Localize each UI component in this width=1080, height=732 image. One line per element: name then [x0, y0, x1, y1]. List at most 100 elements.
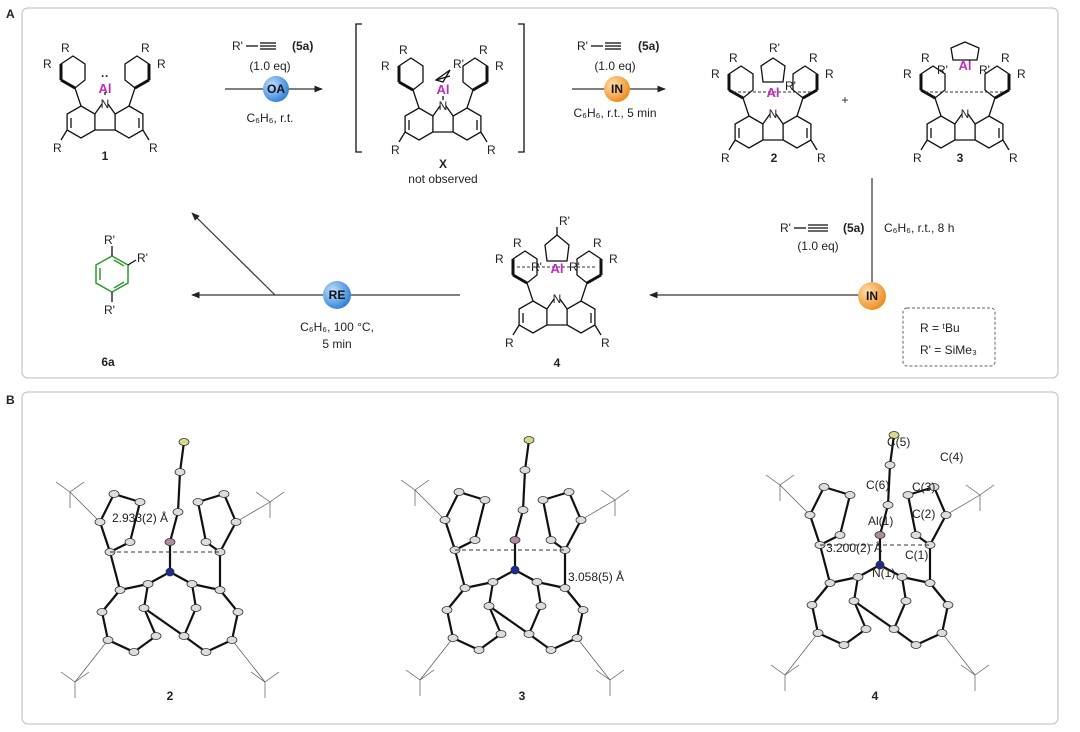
distance-label: 2.933(2) Å — [112, 510, 168, 525]
compound-1-structure: Al ·· — [41, 39, 168, 157]
equiv-label: (1.0 eq) — [797, 239, 838, 253]
carbon-atom — [902, 491, 914, 499]
tbu-stick — [974, 664, 990, 676]
svg-text:R': R' — [769, 41, 780, 55]
carbon-atom — [439, 516, 451, 524]
tbu-stick — [419, 637, 454, 681]
crystal-bond — [513, 509, 525, 541]
crystal-bond — [878, 504, 890, 536]
re-conditions: C₆H₆, 100 °C, — [300, 320, 374, 334]
crystal-bond — [940, 604, 950, 634]
tbu-stick — [235, 501, 271, 523]
crystal-bond — [143, 607, 185, 637]
carbon-atom — [806, 601, 818, 609]
carbon-atom — [896, 573, 908, 581]
crystal-bond — [567, 491, 583, 521]
tbu-stick — [231, 639, 266, 683]
tbu-stick — [580, 499, 616, 521]
carbon-atom — [453, 488, 465, 496]
oa-conditions: C₆H₆, r.t. — [246, 111, 293, 125]
re-time: 5 min — [322, 337, 351, 351]
aluminum-atom — [874, 531, 886, 539]
crystal-bond — [446, 587, 466, 611]
reagent-label: R' — [780, 221, 791, 235]
crystal-bond — [527, 605, 543, 635]
r-prime-label: R' — [137, 251, 148, 265]
carbon-atom — [128, 648, 140, 656]
carbon-atom — [108, 490, 120, 498]
structure-4-label: 4 — [872, 689, 879, 703]
tbu-stick — [765, 474, 781, 486]
carbon-atom — [447, 634, 459, 642]
step-reductive-elimination: RE C₆H₆, 100 °C, 5 min — [191, 212, 460, 351]
reagent-label: R' — [577, 39, 588, 53]
carbon-atom — [804, 511, 816, 519]
svg-text:R': R' — [531, 260, 542, 274]
tbu-stick — [269, 491, 285, 503]
al-atom: Al — [767, 85, 780, 100]
carbon-atom — [114, 586, 126, 594]
in-badge-text: IN — [866, 289, 878, 303]
substituent-legend: R = ᵗBu R' = SiMe₃ — [902, 307, 996, 367]
carbon-atom — [910, 641, 922, 649]
structure-3-label: 3 — [519, 689, 526, 703]
crystal-bond — [230, 611, 240, 641]
crystal-bond — [564, 587, 584, 611]
carbon-atom — [200, 648, 212, 656]
carbon-atom — [848, 597, 860, 605]
carbon-atom — [459, 584, 471, 592]
product-6a-structure: R' R' R' — [95, 233, 148, 317]
tbu-stick — [779, 484, 811, 516]
crystal-bond — [541, 499, 553, 541]
crystal-bond — [852, 576, 860, 602]
in2-conditions: C₆H₆, r.t., 8 h — [884, 221, 954, 235]
crystal-bond — [190, 583, 198, 609]
in-badge-text: IN — [611, 82, 623, 96]
panel-b-frame — [21, 391, 1059, 725]
intermediate-x-structure: Al R' X not observed — [355, 23, 525, 186]
r-prime-label: R' — [104, 233, 115, 247]
reagent-id: (5a) — [843, 221, 864, 235]
crystal-bond — [444, 491, 460, 521]
tbu-stick — [960, 664, 976, 676]
tbu-stick — [779, 474, 795, 486]
atom-label-c1: C(1) — [905, 548, 928, 562]
tbu-stick — [419, 669, 435, 681]
carbon-atom — [860, 625, 872, 633]
carbon-atom — [487, 578, 499, 586]
crystal-bond — [219, 589, 239, 613]
svg-text:R': R' — [785, 79, 796, 93]
carbon-atom — [523, 630, 535, 638]
al-atom: Al — [437, 82, 450, 97]
crystal-bond — [473, 499, 487, 541]
panel-b-label: B — [6, 393, 15, 407]
crystal-bond — [443, 519, 457, 551]
reagent-label: R' — [232, 39, 243, 53]
atom-label-c5: C(5) — [887, 435, 910, 449]
carbon-atom — [882, 501, 894, 509]
tbu-stick — [770, 664, 786, 676]
step-oxidative-addition: R' (5a) (1.0 eq) OA C₆H₆, r.t. — [225, 39, 323, 125]
carbon-atom — [94, 518, 106, 526]
nitrogen-atom — [165, 567, 175, 577]
atom-label-c2: C(2) — [912, 507, 935, 521]
carbon-atom — [888, 625, 900, 633]
carbon-atom — [218, 490, 230, 498]
svg-text:R': R' — [979, 63, 990, 77]
carbon-atom — [479, 496, 491, 504]
product-6a-label: 6a — [101, 355, 115, 369]
carbon-atom — [545, 646, 557, 654]
crystal-bond — [487, 581, 495, 607]
reagent-id: (5a) — [292, 39, 313, 53]
equiv-label: (1.0 eq) — [249, 59, 290, 73]
carbon-atom — [575, 516, 587, 524]
atom-label-c3: C(3) — [912, 480, 935, 494]
step-insertion-2: R' (5a) (1.0 eq) C₆H₆, r.t., 8 h IN — [649, 178, 954, 310]
crystal-bond — [838, 494, 852, 536]
in-badge — [604, 76, 630, 102]
carbon-atom — [928, 483, 940, 491]
tbu-stick — [600, 489, 616, 501]
carbon-atom — [186, 580, 198, 588]
carbon-atom — [134, 498, 146, 506]
atom-label-n1: N(1) — [872, 566, 895, 580]
